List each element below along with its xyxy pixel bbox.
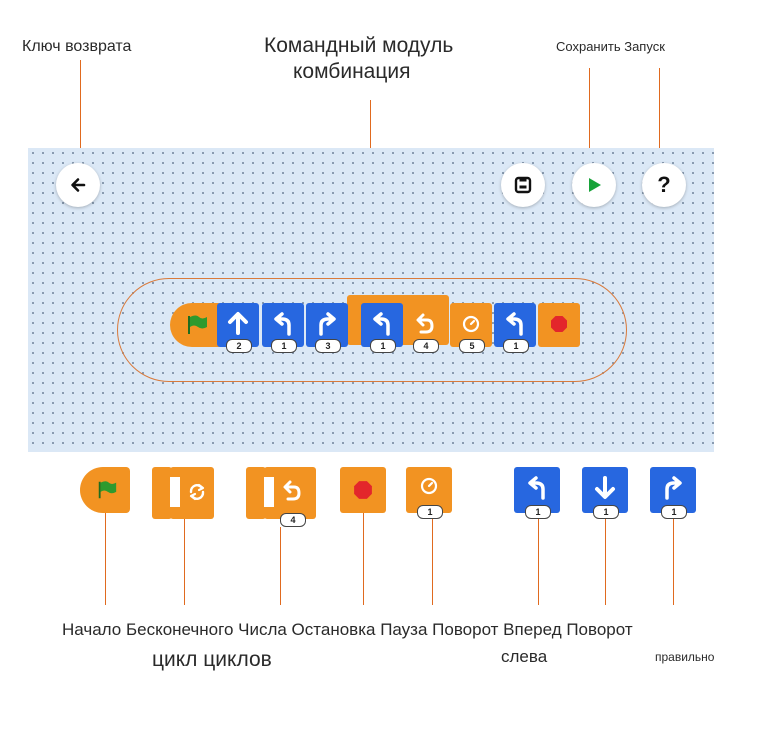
forward-annotation-line: [605, 519, 607, 605]
value-badge[interactable]: 5: [459, 339, 485, 353]
back-button[interactable]: [56, 163, 100, 207]
turn-left-icon: [506, 312, 523, 336]
palette-start-block[interactable]: [80, 467, 130, 513]
value-badge[interactable]: 1: [661, 505, 687, 519]
palette-pause-block[interactable]: 1: [406, 467, 452, 519]
save-icon: [514, 176, 532, 194]
run-annotation-line: [659, 68, 661, 164]
save-button[interactable]: [501, 163, 545, 207]
program-block-pause[interactable]: 5: [450, 303, 492, 353]
counted-loop-icon: [283, 480, 301, 501]
value-badge[interactable]: 2: [226, 339, 252, 353]
turn-right-icon: [665, 476, 682, 500]
program-block-forward[interactable]: 2: [217, 303, 259, 353]
palette-stop-block[interactable]: [340, 467, 386, 513]
run-button[interactable]: [572, 163, 616, 207]
turn-left-icon: [528, 476, 545, 500]
counted-loop-annotation-line: [280, 527, 282, 605]
turn-left-annotation-line: [538, 519, 540, 605]
module-label-line2: комбинация: [293, 60, 411, 83]
arrow-up-icon: [228, 312, 248, 335]
stop-icon: [354, 481, 372, 499]
start-annotation-line: [105, 513, 107, 605]
turn-left-icon: [274, 312, 291, 336]
clock-icon: [420, 477, 438, 495]
program-block-turn-left[interactable]: 1: [262, 303, 304, 353]
stop-annotation-line: [363, 513, 365, 605]
turn-right-icon: [319, 312, 336, 336]
program-block-counted-loop[interactable]: 4: [405, 303, 445, 353]
question-mark-icon: ?: [657, 172, 671, 197]
value-badge[interactable]: 1: [503, 339, 529, 353]
legend-left-row2: слева: [501, 647, 548, 666]
value-badge[interactable]: 1: [525, 505, 551, 519]
value-badge[interactable]: 1: [593, 505, 619, 519]
repeat-icon: [189, 483, 205, 501]
value-badge[interactable]: 1: [271, 339, 297, 353]
legend-right-row2: правильно: [655, 650, 715, 664]
legend-row1: Начало Бесконечного Числа Остановка Пауз…: [62, 620, 633, 639]
save-run-label: Сохранить Запуск: [556, 39, 665, 54]
legend-loop-row2: цикл циклов: [152, 648, 272, 671]
value-badge[interactable]: 1: [370, 339, 396, 353]
program-block-stop[interactable]: [538, 303, 580, 347]
program-block-turn-left[interactable]: 1: [361, 303, 403, 353]
palette-turn-right-block[interactable]: 1: [650, 467, 696, 519]
value-badge[interactable]: 4: [280, 513, 306, 527]
help-button[interactable]: ?: [642, 163, 686, 207]
play-icon: [589, 178, 601, 192]
palette-counted-loop-block[interactable]: 4: [246, 467, 316, 527]
stop-icon: [551, 316, 567, 332]
palette-forward-block[interactable]: 1: [582, 467, 628, 519]
palette-infinite-loop-block[interactable]: [152, 467, 214, 519]
back-annotation-line: [80, 60, 82, 162]
flag-icon: [98, 481, 117, 499]
palette-turn-left-block[interactable]: 1: [514, 467, 560, 519]
program-block-turn-right[interactable]: 3: [306, 303, 348, 353]
back-key-label: Ключ возврата: [22, 38, 132, 55]
arrow-down-icon: [595, 476, 615, 499]
clock-icon: [462, 315, 480, 333]
value-badge[interactable]: 1: [417, 505, 443, 519]
value-badge[interactable]: 3: [315, 339, 341, 353]
program-block-start[interactable]: [170, 303, 222, 347]
program-block-turn-left[interactable]: 1: [494, 303, 536, 353]
turn-left-icon: [373, 312, 390, 336]
arrow-left-icon: [71, 178, 86, 192]
value-badge[interactable]: 4: [413, 339, 439, 353]
infinite-loop-annotation-line: [184, 519, 186, 605]
module-label-line1: Командный модуль: [264, 34, 454, 57]
counted-loop-icon: [416, 313, 434, 334]
flag-icon: [188, 315, 207, 334]
turn-right-annotation-line: [673, 519, 675, 605]
pause-annotation-line: [432, 519, 434, 605]
command-combination-area: [117, 278, 627, 382]
save-annotation-line: [589, 68, 591, 166]
